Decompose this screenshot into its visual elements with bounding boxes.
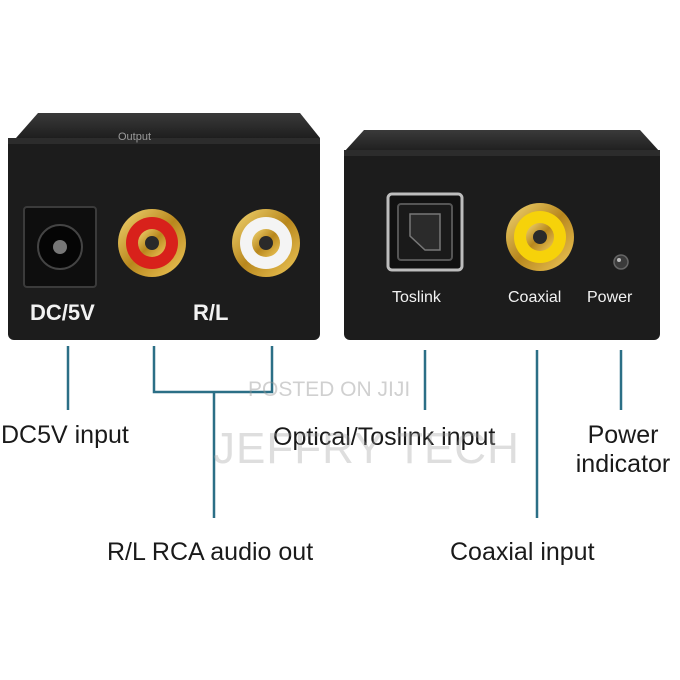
rca-red-jack — [118, 209, 186, 277]
dc-power-jack — [23, 206, 97, 288]
dc-input-callout: DC5V input — [1, 421, 129, 449]
power-indicator-line2: indicator — [575, 450, 671, 478]
rca-out-callout: R/L RCA audio out — [107, 538, 314, 566]
toslink-panel-label: Toslink — [392, 289, 441, 306]
right-device-top-face — [344, 130, 660, 152]
dc5v-panel-label: DC/5V — [30, 300, 95, 325]
power-led — [613, 254, 629, 270]
output-label: Output — [118, 131, 152, 143]
toslink-port — [386, 192, 464, 272]
left-device — [8, 113, 320, 340]
rca-white-jack — [232, 209, 300, 277]
right-device — [344, 130, 660, 340]
power-panel-label: Power — [587, 289, 633, 306]
left-device-top-face — [16, 113, 320, 138]
coaxial-input-callout: Coaxial input — [450, 538, 595, 566]
optical-input-callout: Optical/Toslink input — [273, 423, 496, 451]
leader-lines — [66, 346, 623, 518]
rca-leader-bracket — [152, 346, 274, 394]
power-indicator-line1: Power — [587, 421, 659, 449]
rl-panel-label: R/L — [193, 300, 229, 325]
power-indicator-callout: Power indicator — [569, 421, 677, 479]
coaxial-panel-label: Coaxial — [508, 289, 562, 306]
coaxial-jack — [506, 203, 574, 271]
